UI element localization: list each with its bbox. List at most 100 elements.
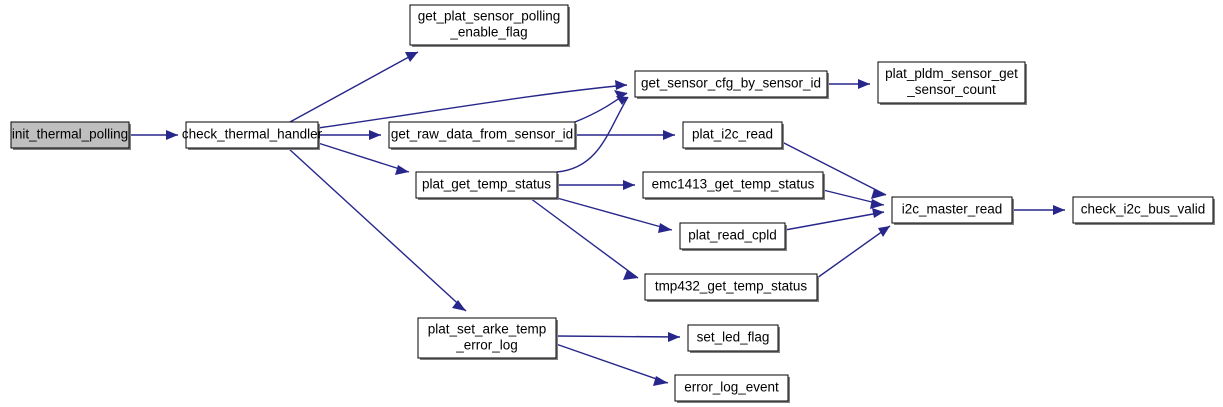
edge-line [317,142,410,173]
edge-get_raw_data_from_sensor_id-to-get_sensor_cfg_by_sensor_id [574,90,628,123]
edge-get_raw_data_from_sensor_id-to-plat_i2c_read [575,130,675,140]
node-rect[interactable] [891,196,1013,224]
arrow-head-icon [872,208,884,218]
arrow-head-icon [878,226,890,237]
node-get_raw_data_from_sensor_id[interactable]: get_raw_data_from_sensor_id [388,121,577,150]
arrow-head-icon [858,79,870,89]
edge-tmp432_get_temp_status-to-i2c_master_read [816,225,891,279]
arrow-head-icon [615,80,627,90]
node-rect[interactable] [388,121,576,149]
node-plat_read_cpld[interactable]: plat_read_cpld [679,222,787,251]
edge-plat_set_arke_temp_error_log-to-set_led_flag [555,332,681,342]
edge-plat_get_temp_status-to-plat_read_cpld [556,197,673,233]
arrow-head-icon [668,332,680,342]
node-rect[interactable] [674,374,789,402]
node-rect[interactable] [10,121,130,149]
edge-plat_get_temp_status-to-get_sensor_cfg_by_sensor_id [556,96,629,173]
node-plat_set_arke_temp_error_log[interactable]: plat_set_arke_temp_error_log [417,317,558,360]
node-label: _enable_flag [449,25,527,40]
edge-line [287,147,467,312]
arrow-head-icon [663,130,675,140]
node-label: error_log_event [684,380,779,395]
edges-layer [129,51,1065,386]
edge-line [555,335,681,338]
arrow-head-icon [616,96,628,105]
edge-check_thermal_handler-to-get_plat_sensor_polling_enable_flag [289,51,419,123]
node-label: _sensor_count [906,82,996,97]
edge-plat_set_arke_temp_error_log-to-error_log_event [555,343,669,386]
node-rect[interactable] [642,171,824,199]
edge-line [781,141,887,196]
node-plat_i2c_read[interactable]: plat_i2c_read [682,121,784,150]
arrow-head-icon [1053,205,1065,215]
edge-line [556,96,629,173]
node-rect[interactable] [634,70,828,98]
arrow-head-icon [870,199,884,209]
node-label: check_i2c_bus_valid [1081,202,1206,217]
node-plat_get_temp_status[interactable]: plat_get_temp_status [415,171,559,200]
node-i2c_master_read[interactable]: i2c_master_read [891,196,1014,225]
edge-plat_get_temp_status-to-emc1413_get_temp_status [557,180,635,190]
edge-line [289,51,419,123]
node-label: plat_pldm_sensor_get [885,66,1018,81]
edge-line [556,197,673,231]
node-label: plat_get_temp_status [422,177,551,192]
arrow-head-icon [395,165,409,175]
node-rect[interactable] [409,4,569,46]
node-init_thermal_polling[interactable]: init_thermal_polling [10,121,131,150]
arrow-head-icon [452,300,466,311]
arrow-head-icon [166,130,178,140]
node-label: _error_log [455,338,518,353]
edge-line [784,211,885,231]
arrow-head-icon [405,52,418,62]
node-label: get_plat_sensor_polling [418,9,561,24]
node-rect[interactable] [185,121,319,149]
arrow-head-icon [658,223,672,233]
edge-line [317,84,628,129]
edge-plat_read_cpld-to-i2c_master_read [784,208,885,231]
node-label: init_thermal_polling [12,127,128,142]
node-rect[interactable] [687,324,779,352]
edge-line [555,343,669,384]
node-tmp432_get_temp_status[interactable]: tmp432_get_temp_status [644,273,819,302]
node-get_sensor_cfg_by_sensor_id[interactable]: get_sensor_cfg_by_sensor_id [634,70,829,99]
node-get_plat_sensor_polling_enable_flag[interactable]: get_plat_sensor_polling_enable_flag [409,4,570,47]
arrow-head-icon [369,130,381,140]
node-rect[interactable] [644,273,818,301]
node-error_log_event[interactable]: error_log_event [674,374,790,403]
nodes-layer: init_thermal_polling check_thermal_handle… [10,4,1215,403]
node-rect[interactable] [415,171,558,199]
edge-i2c_master_read-to-check_i2c_bus_valid [1012,205,1065,215]
node-rect[interactable] [679,222,786,250]
edge-init_thermal_polling-to-check_thermal_handler [129,130,178,140]
arrow-head-icon [623,180,635,190]
edge-emc1413_get_temp_status-to-i2c_master_read [822,189,885,209]
node-rect[interactable] [877,61,1026,104]
node-set_led_flag[interactable]: set_led_flag [687,324,780,353]
node-label: check_thermal_handler [182,127,323,142]
arrow-head-icon [623,270,638,280]
node-emc1413_get_temp_status[interactable]: emc1413_get_temp_status [642,171,825,200]
edge-get_sensor_cfg_by_sensor_id-to-plat_pldm_sensor_get_sensor_count [827,79,870,89]
node-label: tmp432_get_temp_status [655,279,808,294]
edge-line [529,197,639,279]
node-rect[interactable] [682,121,783,149]
edge-plat_get_temp_status-to-tmp432_get_temp_status [529,197,639,280]
edge-check_thermal_handler-to-plat_get_temp_status [317,142,410,175]
node-label: plat_i2c_read [692,127,773,142]
node-label: get_sensor_cfg_by_sensor_id [641,76,821,91]
node-plat_pldm_sensor_get_sensor_count[interactable]: plat_pldm_sensor_get_sensor_count [877,61,1027,105]
edge-check_thermal_handler-to-get_sensor_cfg_by_sensor_id [317,80,628,129]
node-label: emc1413_get_temp_status [652,177,815,192]
node-rect[interactable] [1072,196,1214,224]
node-check_thermal_handler[interactable]: check_thermal_handler [182,121,323,150]
node-check_i2c_bus_valid[interactable]: check_i2c_bus_valid [1072,196,1215,225]
node-label: set_led_flag [697,330,770,345]
arrow-head-icon [614,90,627,99]
edge-line [816,225,891,279]
node-label: plat_read_cpld [688,228,777,243]
node-rect[interactable] [417,317,557,359]
arrow-head-icon [653,376,668,386]
